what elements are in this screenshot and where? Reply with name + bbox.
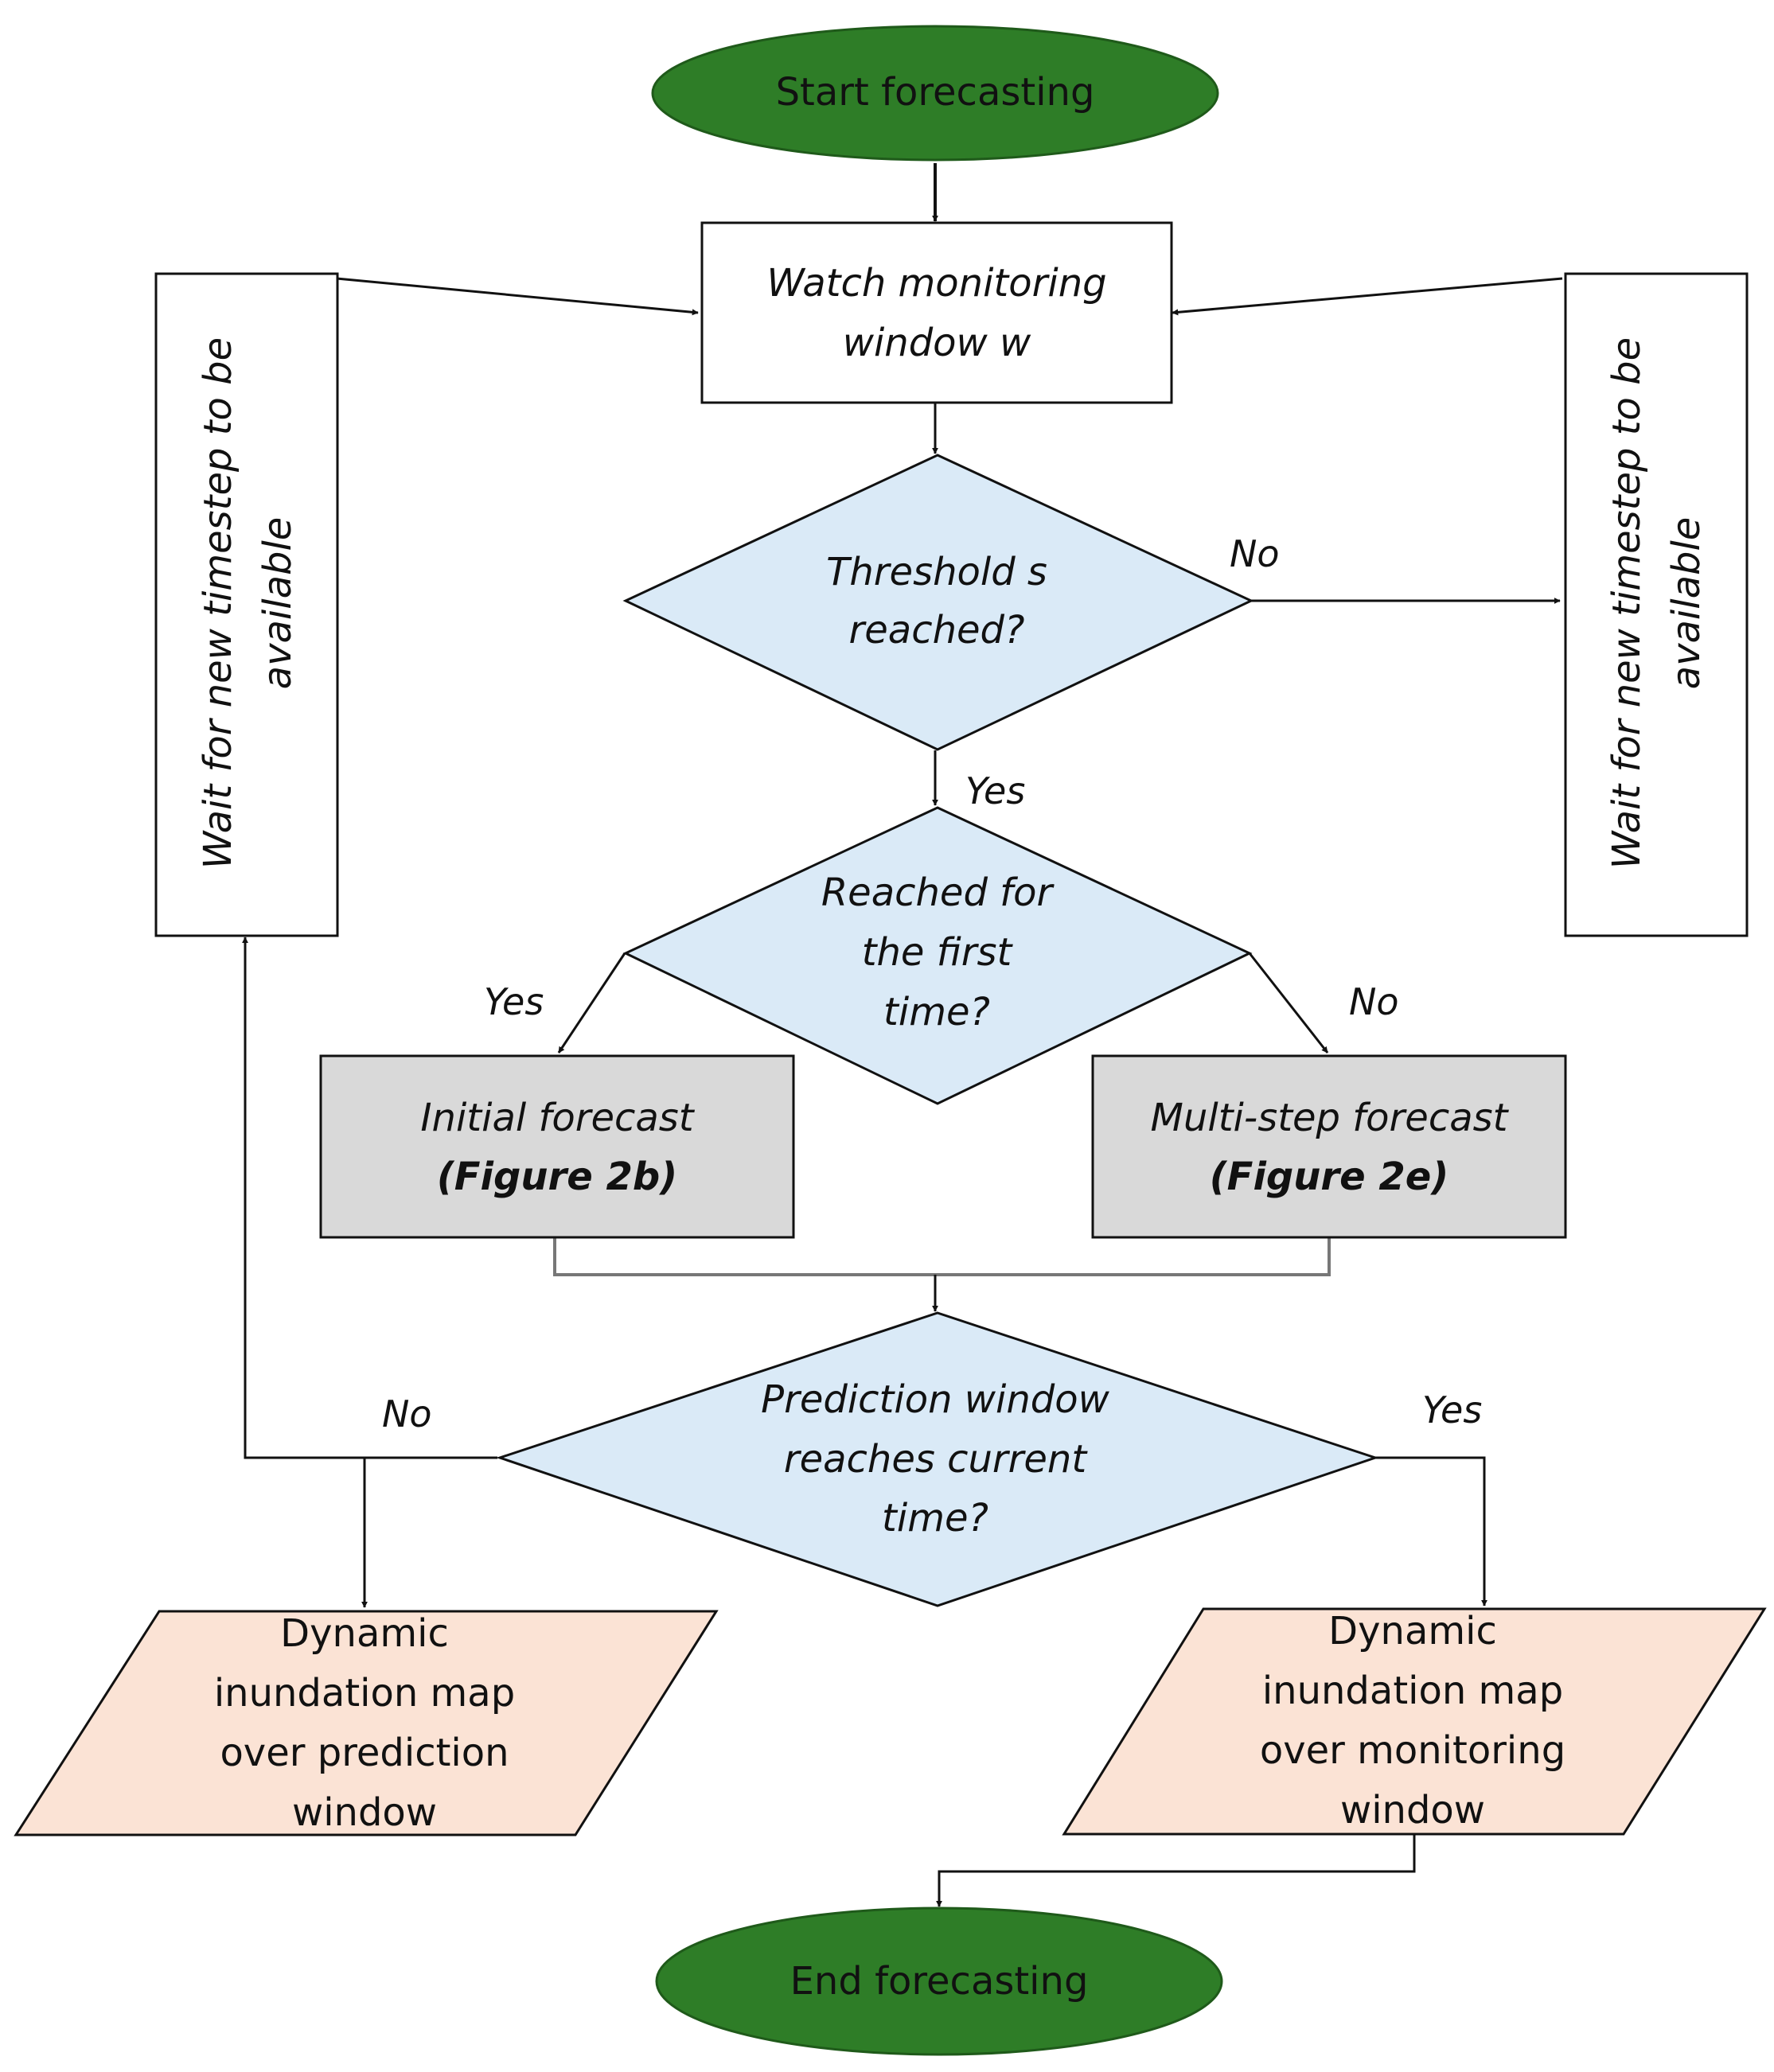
wait-right-node: Wait for new timestep to be available <box>1564 272 1749 937</box>
prediction-diamond <box>496 1311 1379 1607</box>
edge-prediction-no-to-wait-left <box>242 937 497 1459</box>
prediction-label-line-3: time? <box>882 1496 988 1540</box>
edge-labels: No Yes Yes No No Yes <box>382 532 1482 1435</box>
multistep-forecast-line-1: Multi-step forecast <box>1151 1096 1510 1140</box>
wait-left-line-2: available <box>255 517 300 690</box>
map-prediction-line-1: Dynamic <box>280 1611 449 1656</box>
edge-first-time-no-to-multistep <box>1248 952 1329 1054</box>
edge-forecasts-merge <box>553 1237 1331 1276</box>
map-monitoring-line-2: inundation map <box>1262 1669 1563 1713</box>
map-monitoring-line-3: over monitoring <box>1260 1728 1565 1773</box>
map-prediction-line-4: window <box>292 1790 437 1835</box>
prediction-yes-label: Yes <box>1422 1388 1482 1431</box>
threshold-label-line-1: Threshold s <box>826 550 1047 594</box>
map-prediction-line-2: inundation map <box>214 1671 515 1716</box>
wait-left-node: Wait for new timestep to be available <box>154 272 339 937</box>
initial-forecast-figure-ref: (Figure 2b) <box>437 1155 677 1199</box>
edge-wait-right-to-watch <box>1172 277 1563 316</box>
start-node: Start forecasting <box>651 25 1219 162</box>
initial-forecast-box <box>319 1054 795 1239</box>
map-prediction-line-3: over prediction <box>220 1731 509 1775</box>
watch-label-line-2: window w <box>843 321 1031 365</box>
wait-left-line-1: Wait for new timestep to be <box>196 337 240 869</box>
wait-right-line-2: available <box>1664 517 1709 690</box>
edge-wait-left-to-watch <box>336 277 699 316</box>
map-monitoring-line-1: Dynamic <box>1328 1609 1497 1653</box>
prediction-decision: Prediction window reaches current time? <box>496 1311 1379 1607</box>
start-ellipse <box>651 25 1219 162</box>
end-ellipse <box>655 1906 1223 2056</box>
map-monitoring-line-4: window <box>1340 1788 1485 1832</box>
threshold-diamond <box>622 454 1254 751</box>
watch-label-line-1: Watch monitoring <box>766 261 1106 306</box>
threshold-no-label: No <box>1230 532 1280 575</box>
initial-forecast-line-1: Initial forecast <box>420 1096 695 1140</box>
first-time-label-line-3: time? <box>883 990 990 1034</box>
watch-node: Watch monitoring window w <box>700 221 1173 404</box>
multistep-forecast-box <box>1091 1054 1567 1239</box>
edge-prediction-yes-to-map <box>1375 1456 1487 1607</box>
threshold-label-line-2: reached? <box>849 608 1025 652</box>
start-label: Start forecasting <box>776 70 1095 115</box>
prediction-no-label: No <box>382 1392 432 1435</box>
end-label: End forecasting <box>790 1959 1089 2004</box>
multistep-forecast-figure-ref: (Figure 2e) <box>1210 1155 1449 1199</box>
first-time-label-line-2: the first <box>862 930 1014 975</box>
edges <box>242 163 1563 1907</box>
first-time-yes-label: Yes <box>484 980 544 1023</box>
end-node: End forecasting <box>655 1906 1223 2056</box>
watch-box <box>700 221 1173 404</box>
first-time-no-label: No <box>1349 980 1399 1023</box>
edge-first-time-yes-to-initial <box>557 952 626 1054</box>
map-monitoring-node: Dynamic inundation map over monitoring w… <box>1062 1607 1767 1836</box>
wait-right-box <box>1564 272 1749 937</box>
first-time-decision: Reached for the first time? <box>622 806 1253 1105</box>
multistep-forecast-node: Multi-step forecast (Figure 2e) <box>1091 1054 1567 1239</box>
map-prediction-parallelogram <box>14 1610 719 1836</box>
first-time-label-line-1: Reached for <box>821 870 1055 915</box>
prediction-label-line-2: reaches current <box>784 1437 1089 1482</box>
prediction-label-line-1: Prediction window <box>761 1377 1109 1422</box>
wait-right-line-1: Wait for new timestep to be <box>1604 337 1649 869</box>
wait-left-box <box>154 272 339 937</box>
threshold-decision: Threshold s reached? <box>622 454 1254 751</box>
first-time-diamond <box>622 806 1253 1105</box>
map-prediction-node: Dynamic inundation map over prediction w… <box>14 1610 719 1836</box>
threshold-yes-label: Yes <box>965 769 1025 812</box>
map-monitoring-parallelogram <box>1062 1607 1767 1836</box>
initial-forecast-node: Initial forecast (Figure 2b) <box>319 1054 795 1239</box>
edge-map-to-end <box>936 1834 1416 1907</box>
